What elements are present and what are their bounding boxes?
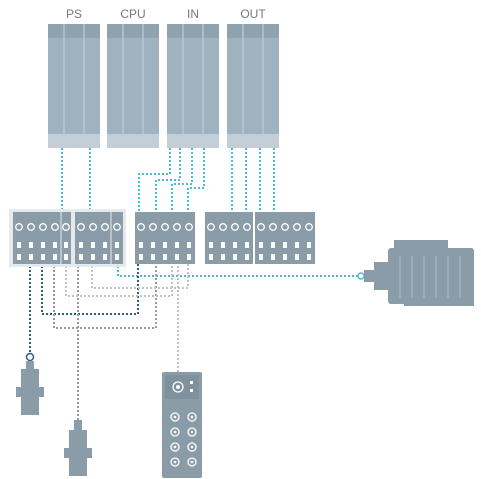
proximity-sensor-icon-2 [64, 420, 92, 476]
wire-in-3 [171, 148, 193, 214]
wire-io-loop [65, 262, 173, 297]
wire-motor [117, 262, 360, 277]
distributed-io-box-icon [162, 372, 202, 478]
in-module: IN [167, 7, 219, 148]
terminal-block-right [205, 212, 315, 264]
in-label: IN [187, 7, 199, 21]
wire-in-2 [155, 148, 181, 214]
wire-in-4 [187, 148, 205, 214]
cpu-module: CPU [107, 7, 159, 148]
cpu-label: CPU [120, 7, 145, 21]
electric-motor-icon [357, 240, 474, 306]
ps-label: PS [66, 7, 82, 21]
out-label: OUT [240, 7, 266, 21]
plc-rack: PS CPU IN OUT [48, 7, 279, 148]
proximity-sensor-icon [16, 352, 44, 415]
terminal-block-left [13, 212, 123, 264]
terminal-block-middle [135, 212, 195, 264]
wire-in-1 [138, 148, 171, 214]
terminal-blocks [9, 209, 315, 267]
wire-io-loop-2 [91, 262, 189, 289]
ps-module: PS [48, 7, 100, 148]
out-module: OUT [227, 7, 279, 148]
